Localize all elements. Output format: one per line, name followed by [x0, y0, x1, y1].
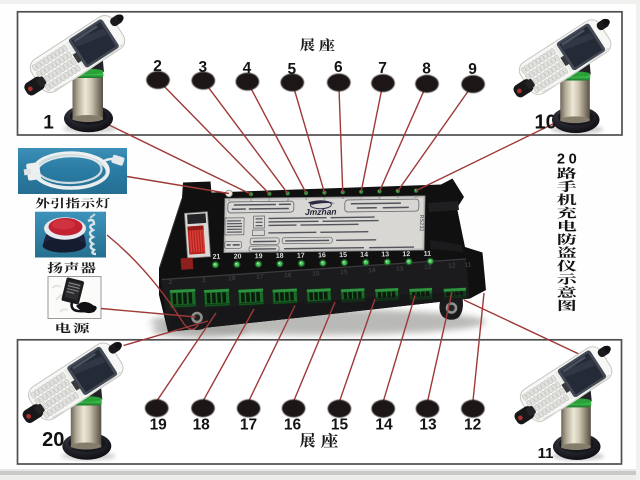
svg-text:3: 3 — [198, 59, 207, 76]
svg-text:14: 14 — [375, 417, 393, 434]
svg-text:20: 20 — [557, 152, 580, 168]
svg-text:16: 16 — [284, 272, 292, 279]
svg-text:16: 16 — [318, 252, 326, 259]
svg-text:13: 13 — [381, 251, 389, 258]
svg-text:11: 11 — [424, 251, 432, 258]
svg-text:4: 4 — [243, 60, 252, 77]
svg-text:18: 18 — [228, 275, 236, 282]
svg-text:6: 6 — [342, 195, 345, 200]
svg-text:12: 12 — [424, 264, 432, 271]
svg-text:19: 19 — [255, 253, 263, 260]
svg-text:8: 8 — [378, 194, 381, 199]
svg-text:2: 2 — [268, 197, 271, 202]
svg-text:4: 4 — [305, 196, 308, 201]
svg-text:RS232: RS232 — [418, 215, 424, 232]
svg-text:17: 17 — [240, 417, 257, 434]
svg-text:15: 15 — [340, 269, 348, 276]
svg-text:2: 2 — [202, 277, 206, 284]
svg-text:15: 15 — [331, 417, 349, 434]
svg-text:17: 17 — [297, 252, 305, 259]
svg-text:12: 12 — [464, 417, 481, 434]
svg-text:7: 7 — [378, 60, 387, 77]
svg-text:14: 14 — [368, 267, 376, 274]
svg-text:1: 1 — [43, 113, 54, 134]
svg-text:12: 12 — [402, 251, 410, 258]
svg-text:17: 17 — [256, 274, 264, 281]
svg-text:18: 18 — [193, 417, 211, 434]
svg-text:13: 13 — [396, 265, 404, 272]
svg-text:7: 7 — [360, 195, 363, 200]
svg-text:5: 5 — [287, 61, 296, 78]
svg-text:9: 9 — [468, 61, 477, 78]
svg-text:12: 12 — [448, 262, 456, 269]
svg-text:11: 11 — [464, 261, 472, 268]
svg-text:2: 2 — [153, 58, 162, 75]
svg-text:Jmzhan: Jmzhan — [305, 207, 337, 217]
svg-text:9: 9 — [397, 194, 400, 199]
svg-text:19: 19 — [150, 417, 168, 434]
svg-text:13: 13 — [419, 417, 437, 434]
svg-text:5: 5 — [323, 196, 326, 201]
svg-text:2: 2 — [168, 279, 172, 286]
svg-text:0: 0 — [228, 197, 231, 202]
svg-text:11: 11 — [538, 445, 554, 462]
svg-text:8: 8 — [422, 61, 431, 78]
svg-text:18: 18 — [276, 253, 284, 260]
svg-text:10: 10 — [414, 194, 419, 199]
svg-text:3: 3 — [287, 196, 290, 201]
svg-text:21: 21 — [212, 254, 220, 261]
svg-text:20: 20 — [42, 429, 64, 451]
svg-text:10: 10 — [534, 111, 556, 133]
svg-text:16: 16 — [284, 417, 302, 434]
svg-text:14: 14 — [360, 252, 368, 259]
svg-text:6: 6 — [334, 59, 343, 76]
svg-text:1: 1 — [250, 197, 253, 202]
svg-text:15: 15 — [339, 252, 347, 259]
svg-text:20: 20 — [234, 253, 242, 260]
svg-text:15: 15 — [312, 270, 320, 277]
